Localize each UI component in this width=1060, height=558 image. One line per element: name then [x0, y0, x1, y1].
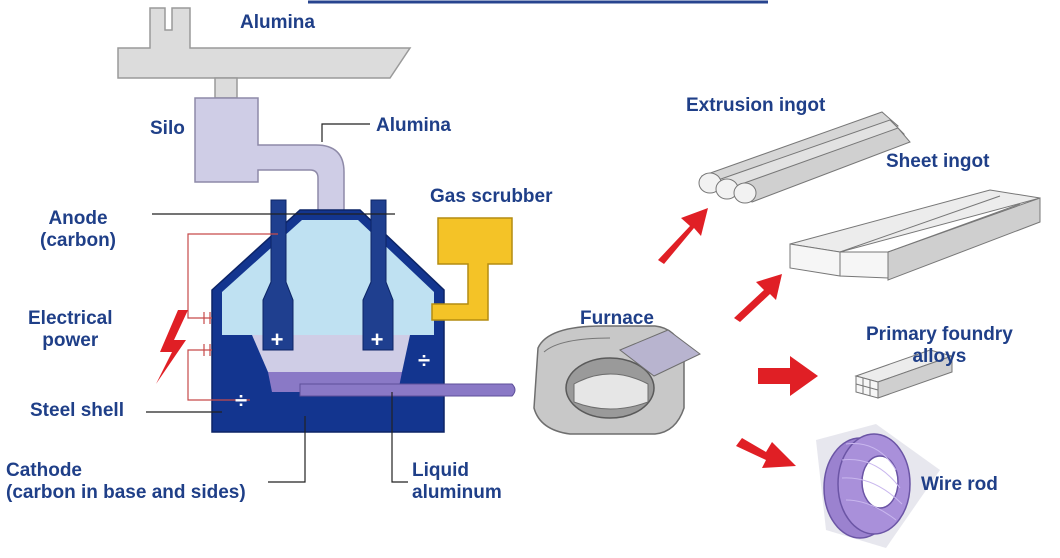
cathode-leader — [268, 416, 306, 483]
label-steel-shell: Steel shell — [30, 400, 124, 421]
label-primary-foundry-alloys: Primary foundry alloys — [866, 324, 1013, 367]
plus-symbol-right: + — [371, 327, 384, 352]
label-cathode: Cathode (carbon in base and sides) — [6, 460, 246, 503]
wire-rod-coil — [816, 424, 940, 548]
sheet-ingot-slabs — [789, 189, 1041, 281]
label-sheet-ingot: Sheet ingot — [886, 151, 990, 172]
alumina-leader — [321, 123, 370, 142]
label-alumina-feed: Alumina — [376, 115, 451, 136]
minus-symbol-right: ÷ — [418, 348, 430, 373]
label-silo: Silo — [150, 118, 185, 139]
plus-symbol-left: + — [271, 327, 284, 352]
label-liquid-aluminum: Liquid aluminum — [412, 460, 502, 503]
process-arrows — [658, 208, 818, 468]
label-gas-scrubber: Gas scrubber — [430, 186, 553, 207]
label-anode: Anode (carbon) — [40, 208, 116, 251]
anode-right — [362, 199, 394, 351]
arrow-to-foundry-alloys — [758, 356, 818, 396]
electrical-circuit — [187, 233, 278, 401]
label-electrical-power: Electrical power — [28, 308, 113, 351]
arrow-to-extrusion-ingot — [658, 208, 708, 264]
gas-scrubber — [431, 217, 513, 321]
label-furnace: Furnace — [580, 308, 654, 329]
tapping-pipe — [299, 383, 516, 397]
label-extrusion-ingot: Extrusion ingot — [686, 95, 826, 116]
label-alumina-top: Alumina — [240, 12, 315, 33]
extrusion-ingot-bars — [698, 111, 911, 204]
arrow-to-wire-rod — [736, 438, 796, 468]
furnace — [533, 325, 701, 435]
anode-left — [262, 199, 294, 351]
lightning-bolt-icon — [156, 310, 188, 384]
foundry-alloy-ingots — [854, 349, 954, 399]
arrow-to-sheet-ingot — [734, 274, 782, 322]
alumina-storage-structure — [117, 7, 412, 79]
liquid-aluminum-leader — [391, 392, 408, 483]
hopper-connector — [214, 77, 238, 99]
electrolyte-bath — [222, 220, 434, 335]
minus-symbol-left: ÷ — [235, 388, 247, 413]
label-wire-rod: Wire rod — [921, 474, 998, 495]
